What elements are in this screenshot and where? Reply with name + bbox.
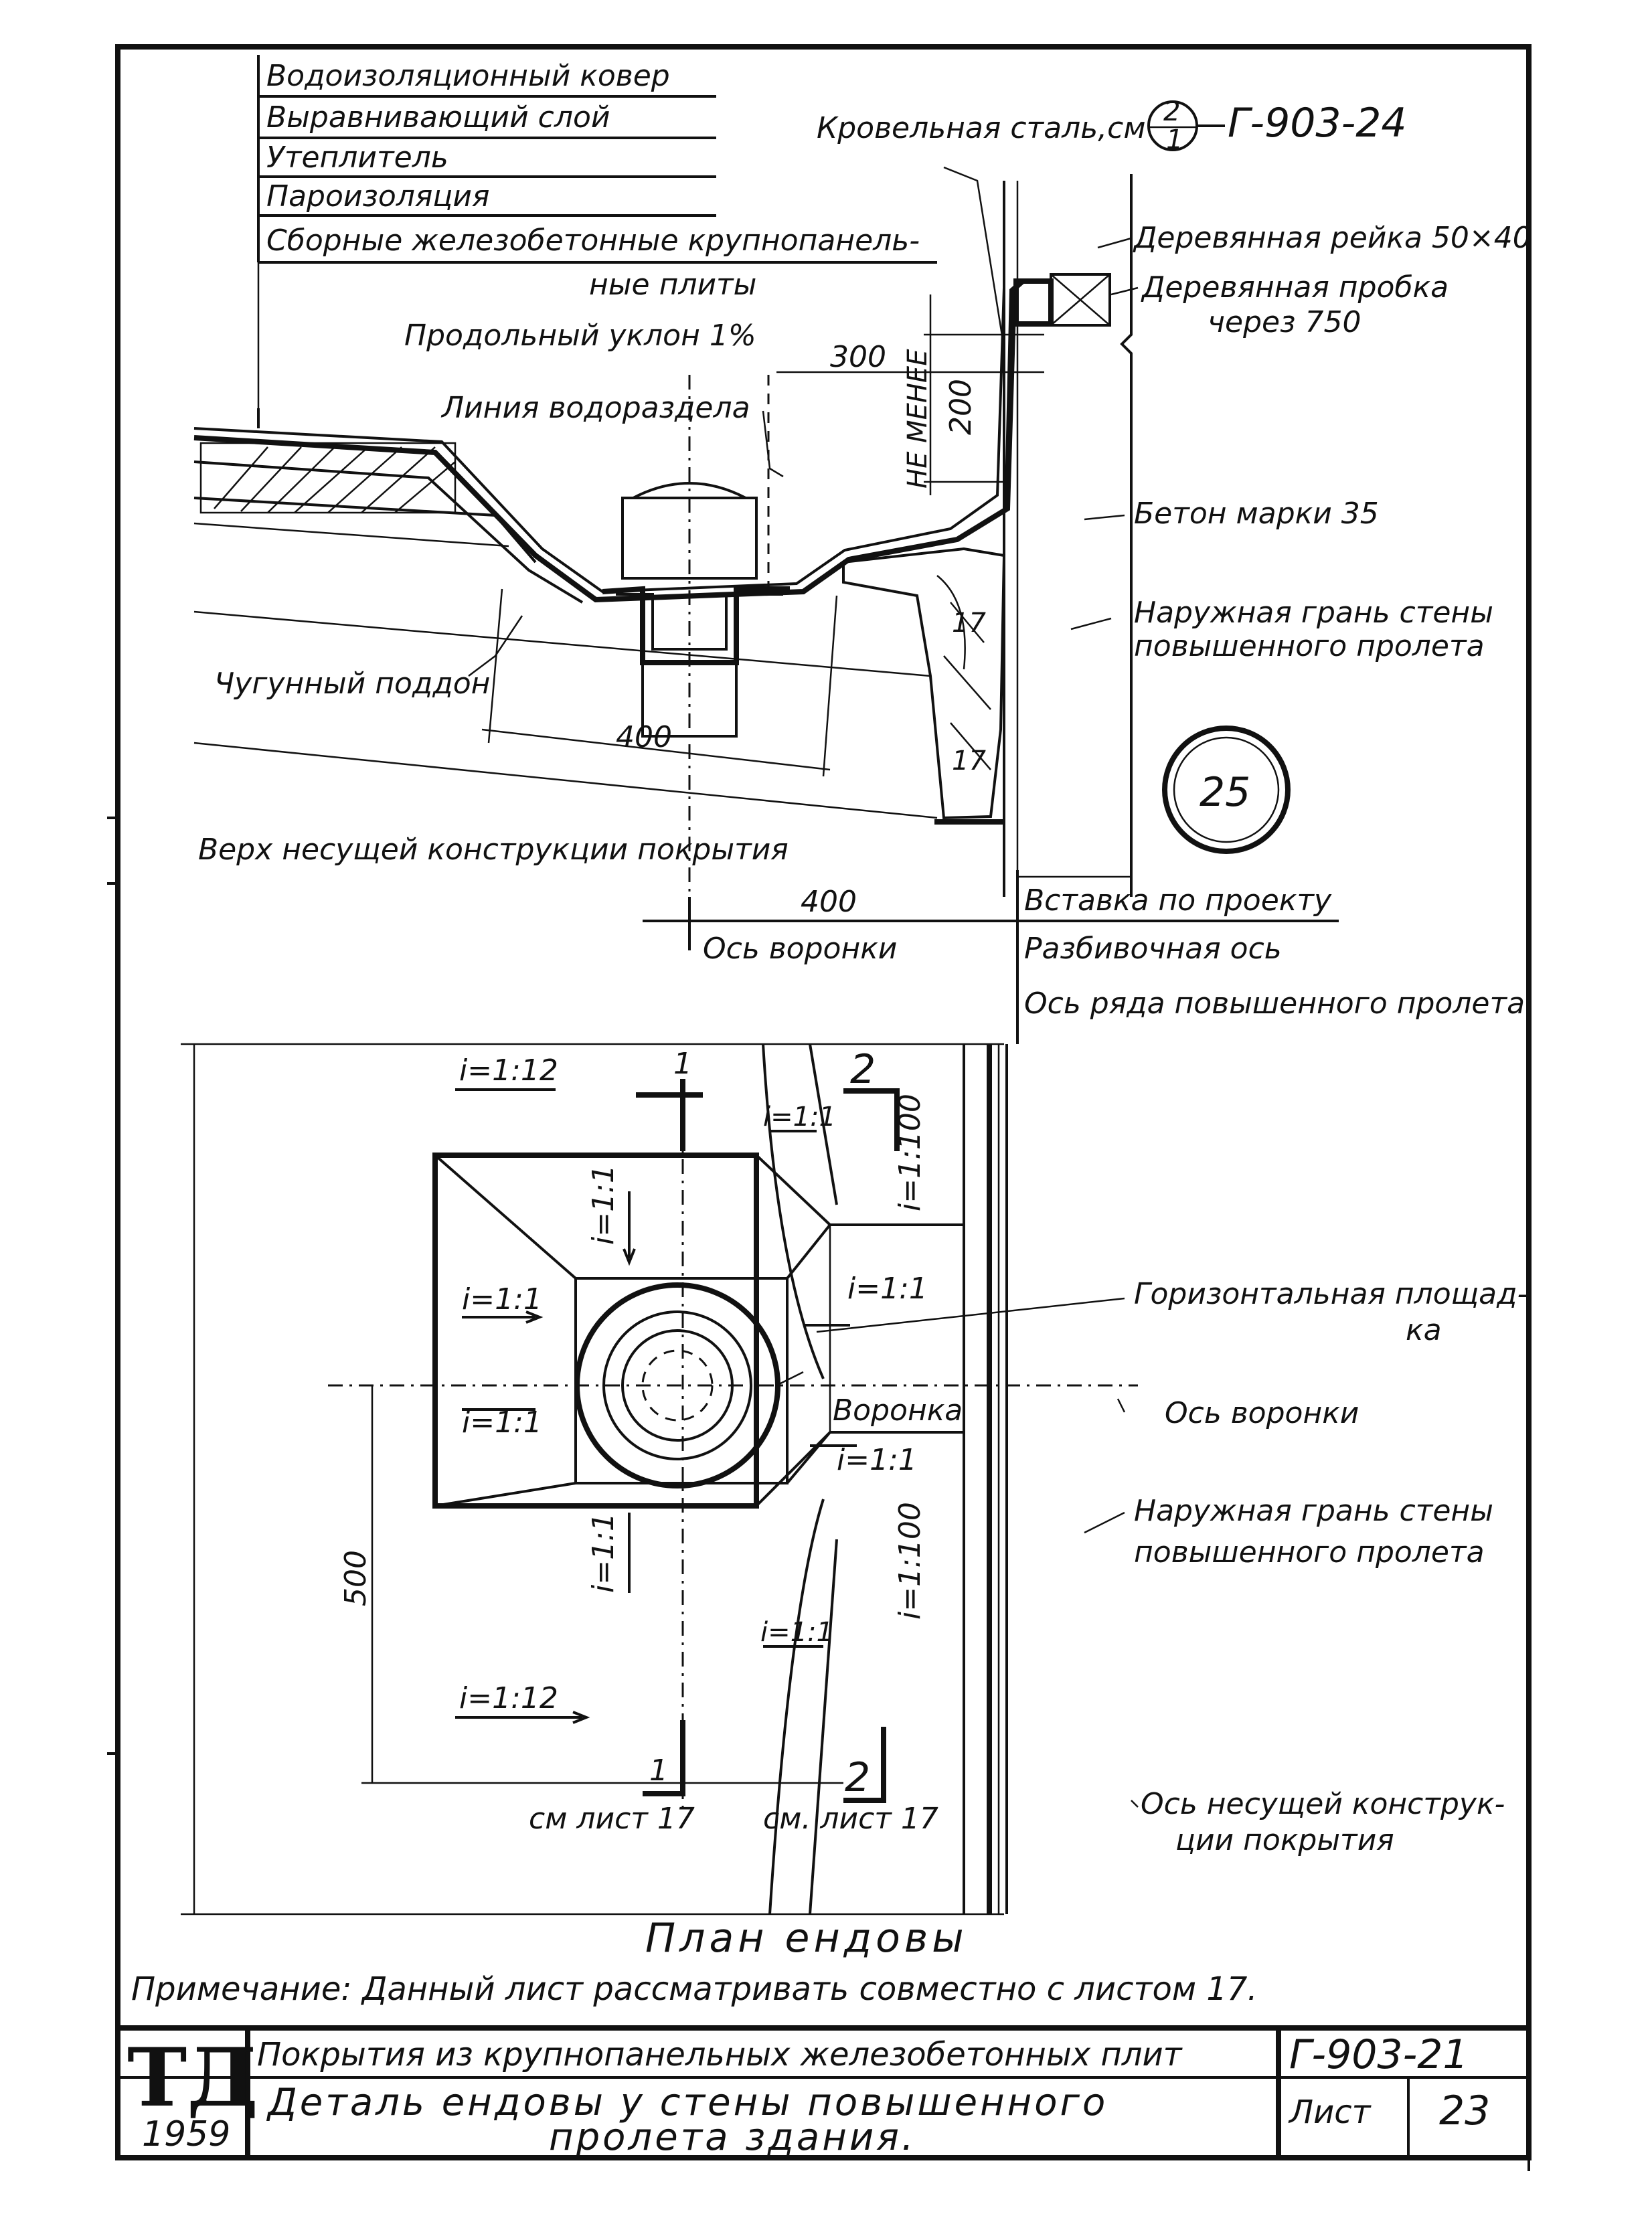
section-dim-400: 400 <box>616 720 672 754</box>
dim-200-label: 200 <box>944 379 978 435</box>
concrete-label: Бетон марки 35 <box>1134 497 1379 531</box>
not-less-label: НЕ МЕНЕЕ <box>902 349 933 489</box>
title-block-series: Покрытия из крупнопанельных железобетонн… <box>257 2036 1183 2073</box>
section-drawing: 17 17 300 200 НЕ МЕНЕЕ 400 <box>193 166 1139 937</box>
plan-funnel-axis-label: Ось воронки <box>1165 1396 1359 1430</box>
outer-face-label-1: Наружная грань стены <box>1134 596 1493 630</box>
slope-label: Продольный уклон 1% <box>404 319 756 353</box>
ref-doc-code: Г-903-24 <box>1228 100 1407 147</box>
note-text: Примечание: Данный лист рассматривать со… <box>131 1970 1258 2008</box>
axes-block <box>643 870 1339 1044</box>
mark-17-upper: 17 <box>952 608 986 638</box>
wood-plug-label-1: Деревянная пробка <box>1141 270 1449 305</box>
plan-outer-face-label-2: повышенного пролета <box>1134 1535 1485 1569</box>
plan-slope-1-1-left-bottom: i=1:1 <box>462 1406 542 1440</box>
plan-cut-2-top: 2 <box>850 1046 876 1093</box>
cast-tray-label: Чугунный поддон <box>214 667 490 701</box>
plan-drawing <box>181 1043 1139 1915</box>
plan-slope-1-12-top: i=1:12 <box>459 1053 558 1088</box>
plan-funnel-label: Воронка <box>833 1393 963 1428</box>
plan-slope-1-100-bottom: i=1:100 <box>893 1502 927 1620</box>
title-block-sheet-number: 23 <box>1439 2088 1490 2134</box>
title-block <box>118 2025 1529 2158</box>
plan-see-sheet-b: см. лист 17 <box>763 1802 938 1836</box>
axes-layout-axis: Разбивочная ось <box>1024 932 1282 966</box>
wood-strip-label: Деревянная рейка 50×40 <box>1133 221 1532 255</box>
title-block-title-2: пролета здания. <box>549 2116 916 2159</box>
plan-slope-1-1-left-top: i=1:1 <box>462 1282 542 1316</box>
title-block-code: Г-903-21 <box>1289 2031 1469 2078</box>
plan-title: План ендовы <box>645 1915 968 1962</box>
plan-see-sheet-a: см лист 17 <box>529 1802 695 1836</box>
plan-cut-1-bottom: 1 <box>649 1754 668 1788</box>
plan-slope-1-1-right-top: i=1:1 <box>847 1272 928 1306</box>
plan-horiz-area-label-1: Горизонтальная площад- <box>1134 1277 1527 1311</box>
plan-cut-1-top: 1 <box>673 1047 692 1081</box>
plan-slope-1-1-right-bottom: i=1:1 <box>837 1443 917 1477</box>
title-block-logo: ТД <box>127 2031 258 2125</box>
plan-slope-1-1-lower: i=1:1 <box>586 1513 621 1593</box>
watershed-label: Линия водораздела <box>440 391 750 425</box>
layer-label-3: Утеплитель <box>266 141 448 175</box>
axes-dim-400: 400 <box>801 885 857 919</box>
plan-slope-1-100-top: i=1:100 <box>893 1094 927 1211</box>
plan-horiz-area-label-2: ка <box>1406 1313 1442 1347</box>
plan-slope-1-1-upper: i=1:1 <box>586 1165 621 1245</box>
plan-bearing-axis-label-2: ции покрытия <box>1175 1823 1394 1857</box>
roof-steel-label: Кровельная сталь,см <box>817 111 1146 145</box>
layer-label-6: ные плиты <box>589 268 756 302</box>
title-block-title-1: Деталь ендовы у стены повышенного <box>266 2081 1108 2124</box>
outer-face-label-2: повышенного пролета <box>1134 629 1485 663</box>
layer-label-4: Пароизоляция <box>266 179 489 214</box>
plan-outer-face-label-1: Наружная грань стены <box>1134 1494 1493 1528</box>
axes-row-axis: Ось ряда повышенного пролета <box>1024 987 1525 1021</box>
layer-label-2: Выравнивающий слой <box>266 100 610 135</box>
plan-slope-1-1-valley-top: i=1:1 <box>763 1102 836 1132</box>
ref-denominator: 1 <box>1166 124 1183 155</box>
mark-17-lower: 17 <box>952 746 986 776</box>
plan-cut-2-bottom: 2 <box>845 1754 870 1801</box>
layer-label-1: Водоизоляционный ковер <box>266 59 670 93</box>
bearing-top-label: Верх несущей конструкции покрытия <box>198 833 789 867</box>
plan-dim-500: 500 <box>339 1550 373 1606</box>
plan-bearing-axis-label-1: Ось несущей конструк- <box>1141 1787 1505 1821</box>
plan-slope-1-12-bottom: i=1:12 <box>459 1681 558 1715</box>
wood-plug-label-2: через 750 <box>1208 305 1361 339</box>
axes-insert: Вставка по проекту <box>1024 883 1332 918</box>
axes-funnel-axis: Ось воронки <box>703 932 897 966</box>
layers-table: Водоизоляционный ковер Выравнивающий сло… <box>257 55 937 428</box>
ref-circle <box>1147 100 1225 151</box>
layer-label-5: Сборные железобетонные крупнопанель- <box>266 224 920 258</box>
dim-300-label: 300 <box>830 340 886 374</box>
title-block-sheet-label: Лист <box>1288 2094 1372 2131</box>
ref-numerator: 2 <box>1163 96 1180 127</box>
detail-mark-number: 25 <box>1200 769 1250 816</box>
title-block-year: 1959 <box>142 2114 230 2154</box>
plan-slope-1-1-valley-bottom: i=1:1 <box>760 1617 833 1648</box>
sheet-frame <box>107 44 1532 2171</box>
detail-mark <box>1162 726 1291 854</box>
